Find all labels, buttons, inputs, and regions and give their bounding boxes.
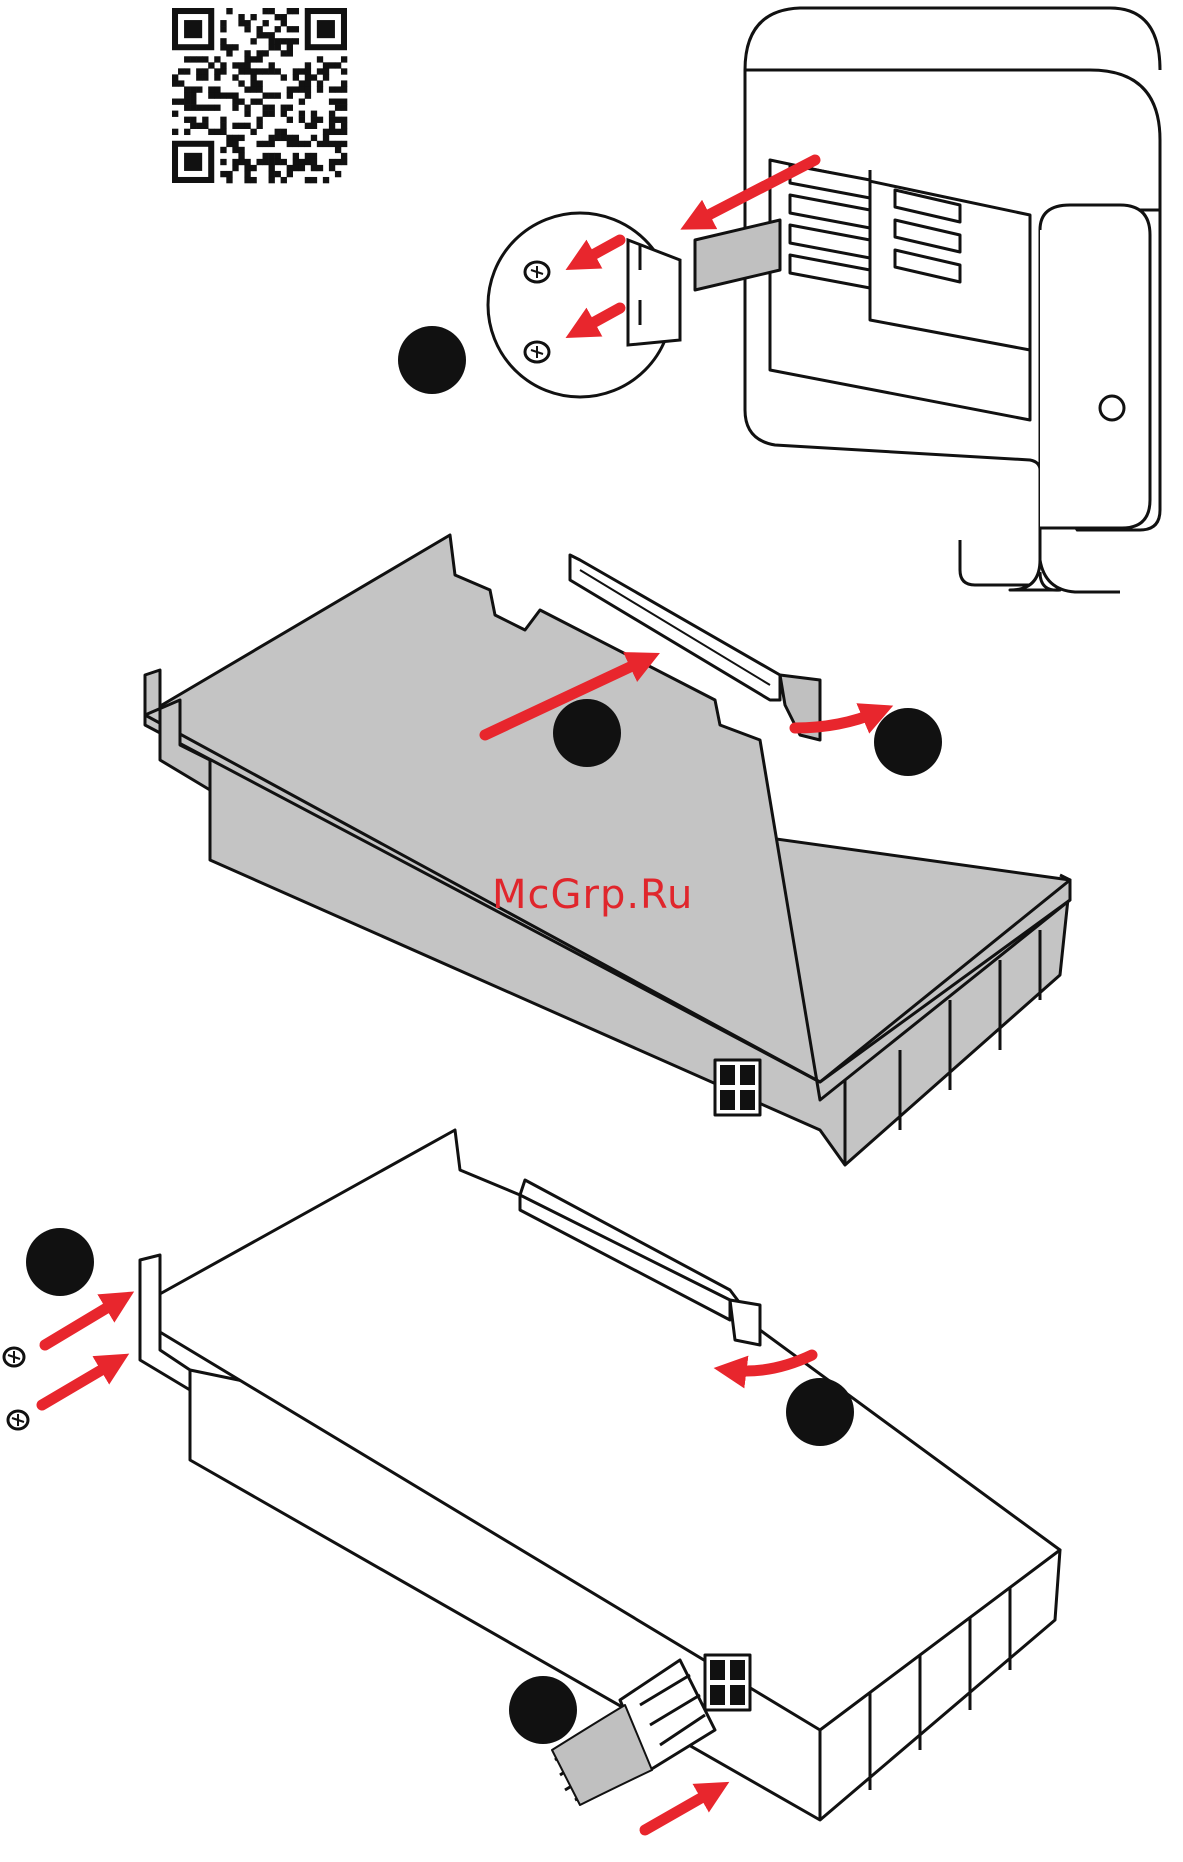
graphics-card-installed [140, 1130, 1060, 1820]
watermark-text: McGrp.Ru [492, 872, 693, 918]
step-marker-2 [553, 699, 621, 767]
step-marker-5 [786, 1378, 854, 1446]
pc-case [695, 8, 1160, 592]
step-marker-6 [509, 1676, 577, 1744]
step-marker-4 [26, 1228, 94, 1296]
step-marker-1 [398, 326, 466, 394]
screw-icon [525, 262, 549, 282]
screw-icon [4, 1348, 24, 1366]
zoom-detail [488, 213, 680, 397]
screw-icon [8, 1411, 28, 1429]
graphics-card-large [145, 535, 1070, 1165]
step-marker-3 [874, 708, 942, 776]
qr-code-icon [172, 8, 347, 183]
screw-icon [525, 342, 549, 362]
